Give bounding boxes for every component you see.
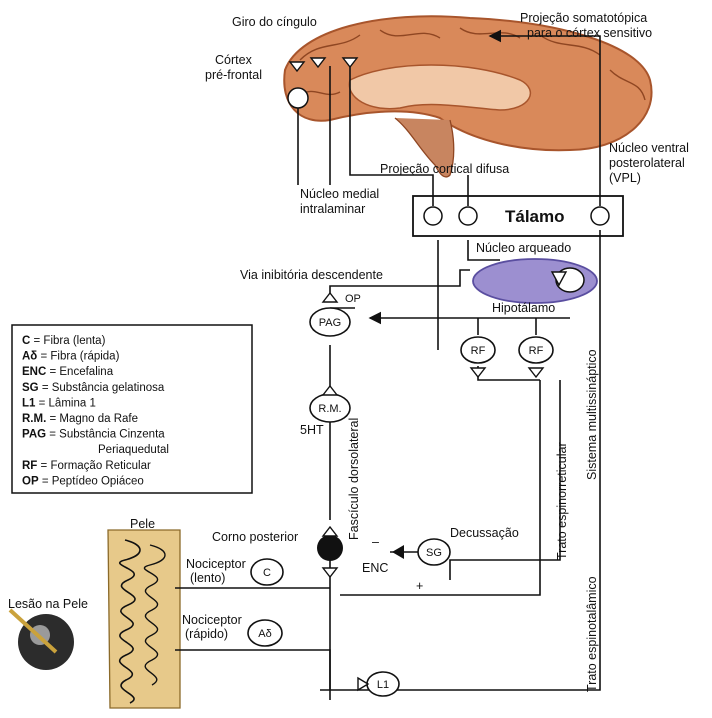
enc-synapse-icon	[392, 545, 404, 559]
label-c: C	[263, 567, 271, 579]
label-sg: SG	[426, 547, 442, 559]
label-trato-espinotalamico: Trato espinotalâmico	[585, 576, 599, 692]
label-giro: Giro do cíngulo	[232, 15, 317, 29]
label-cortex-1: Córtex	[215, 53, 253, 67]
label-enc: ENC	[362, 561, 388, 575]
label-nucleo-ventral-3: (VPL)	[609, 171, 641, 185]
label-projecao-soma-2: para o córtex sensitivo	[527, 26, 652, 40]
label-nociceptor-rapido-2: (rápido)	[185, 627, 228, 641]
label-l1: L1	[377, 679, 389, 691]
label-nociceptor-lento-2: (lento)	[190, 571, 225, 585]
dorsal-horn-node	[317, 535, 343, 561]
label-nucleo-medial-2: intralaminar	[300, 202, 365, 216]
label-minus: –	[372, 535, 379, 549]
label-nucleo-ventral-2: posterolateral	[609, 156, 685, 170]
label-decussacao: Decussação	[450, 526, 519, 540]
label-pag: PAG	[319, 317, 341, 329]
label-trato-espinorreticular: Trato espinorreticular	[555, 442, 569, 560]
label-rf-right: RF	[529, 345, 544, 357]
legend-item: PAG = Substância Cinzenta	[22, 429, 165, 441]
label-nociceptor-lento-1: Nociceptor	[186, 557, 246, 571]
label-5ht: 5HT	[300, 423, 324, 437]
label-op: OP	[345, 293, 361, 305]
label-adelta: Aδ	[258, 628, 271, 640]
legend-item: OP = Peptídeo Opiáceo	[22, 475, 144, 487]
legend-item: Aδ = Fibra (rápida)	[22, 351, 120, 363]
label-plus: +	[416, 579, 423, 593]
needle-in-skin-icon	[10, 610, 74, 670]
legend-item: SG = Substância gelatinosa	[22, 382, 165, 394]
fast-fiber-line	[175, 650, 330, 690]
label-nucleo-medial-1: Núcleo medial	[300, 187, 379, 201]
label-pele: Pele	[130, 517, 155, 531]
label-cortex-2: pré-frontal	[205, 68, 262, 82]
skin-illustration	[108, 530, 180, 708]
legend-item: ENC = Encefalina	[22, 366, 114, 378]
legend-item: Periaquedutal	[98, 444, 169, 456]
label-nociceptor-rapido-1: Nociceptor	[182, 613, 242, 627]
legend-item: R.M. = Magno da Rafe	[22, 413, 138, 425]
legend-item: C = Fibra (lenta)	[22, 335, 106, 347]
label-sistema-multi: Sistema multissináptico	[585, 349, 599, 480]
sg-line	[450, 380, 560, 580]
legend-item: RF = Formação Reticular	[22, 460, 151, 472]
label-lesao: Lesão na Pele	[8, 597, 88, 611]
label-rf-left: RF	[471, 345, 486, 357]
legend-item: L1 = Lâmina 1	[22, 397, 96, 409]
brain-illustration	[284, 16, 651, 177]
label-talamo: Tálamo	[505, 207, 565, 226]
label-nucleo-arqueado: Núcleo arqueado	[476, 241, 571, 255]
label-corno-posterior: Corno posterior	[212, 530, 298, 544]
label-fasciculo: Fascículo dorsolateral	[347, 418, 361, 540]
label-projecao-difusa: Projeção cortical difusa	[380, 162, 509, 176]
hypothalamus	[473, 259, 597, 303]
label-rm: R.M.	[318, 403, 341, 415]
label-hipotalamo: Hipotálamo	[492, 301, 555, 315]
label-via-inibitoria: Via inibitória descendente	[240, 268, 383, 282]
label-nucleo-ventral-1: Núcleo ventral	[609, 141, 689, 155]
label-projecao-soma-1: Projeção somatotópica	[520, 11, 647, 25]
